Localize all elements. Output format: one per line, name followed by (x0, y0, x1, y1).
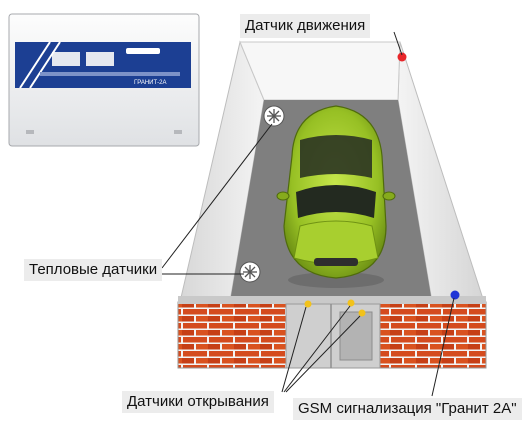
car-top-view (276, 105, 396, 288)
motion-sensor-label: Датчик движения (240, 14, 371, 38)
opening-sensor-dot (358, 309, 366, 317)
gsm-alarm-label: GSM сигнализация "Гранит 2А" (293, 398, 522, 420)
opening-sensor-dot (304, 300, 312, 308)
heat-sensor-icon (239, 261, 261, 283)
device-brand: ГРАНИТ-2А (134, 80, 167, 86)
gsm-alarm-dot (450, 290, 460, 300)
opening-sensor-dot (347, 299, 355, 307)
opening-sensors-label: Датчики открывания (122, 391, 274, 413)
heat-sensors-label: Тепловые датчики (24, 259, 163, 281)
motion-sensor-dot (397, 52, 407, 62)
garage-walls (179, 40, 485, 303)
leader-lines (161, 31, 455, 397)
front-brick-wall (177, 296, 487, 369)
heat-sensor-icon (263, 105, 285, 127)
garage-door (285, 303, 381, 369)
alarm-device-panel: ГРАНИТ-2А (8, 13, 200, 147)
